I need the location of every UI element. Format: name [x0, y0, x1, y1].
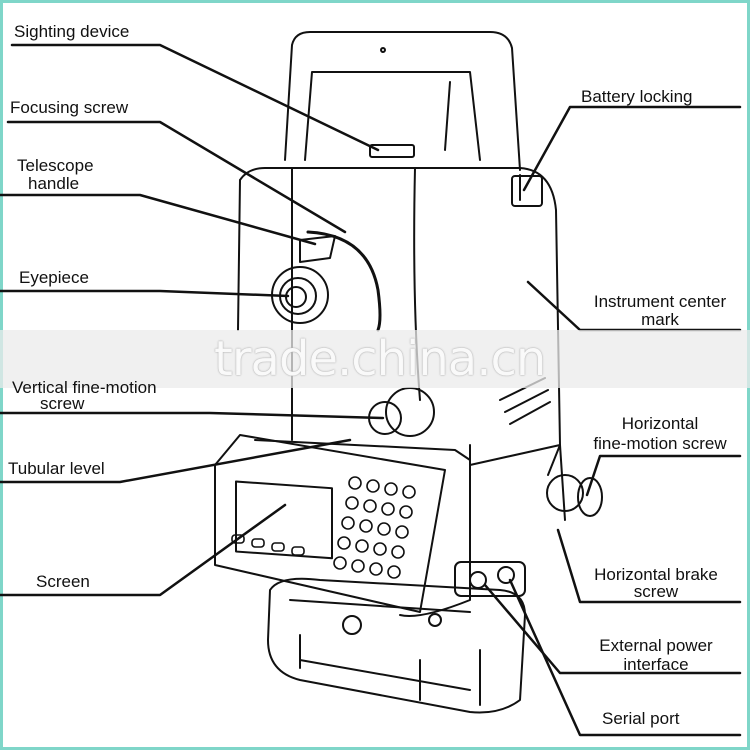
serial-port	[497, 566, 515, 584]
leader-external-power	[483, 583, 742, 675]
label-telescope-handle-line2: handle	[28, 174, 80, 193]
leader-horizontal-fine-motion	[585, 454, 742, 497]
control-panel	[214, 434, 446, 613]
leader-battery-locking	[522, 105, 742, 192]
leader-sighting-device	[10, 43, 380, 152]
leader-vertical-fine-motion	[0, 411, 385, 420]
carry-handle	[284, 31, 521, 171]
leader-focusing-screw	[6, 120, 347, 234]
leader-serial-port	[508, 578, 742, 737]
label-serial-port: Serial port	[602, 709, 680, 728]
label-screen: Screen	[36, 572, 90, 591]
label-external-power-line2: interface	[623, 655, 689, 674]
watermark: trade.china.cn	[214, 331, 546, 387]
upper-body	[239, 167, 561, 466]
label-vertical-fine-motion-line2: screw	[40, 394, 85, 413]
leader-screen	[0, 503, 287, 597]
label-instrument-center-line1: Instrument center	[593, 292, 727, 311]
sighting-device	[369, 144, 415, 158]
power-interface	[469, 571, 487, 589]
port-block	[454, 561, 526, 597]
leader-tubular-level	[0, 438, 352, 484]
label-horizontal-brake-line1: Horizontal brake	[594, 565, 718, 584]
keypad	[231, 476, 416, 579]
horizontal-knob	[546, 474, 584, 512]
tribrach	[267, 577, 526, 714]
label-horizontal-fine-motion-line1: Horizontal	[621, 414, 699, 433]
lcd-screen	[235, 480, 333, 560]
label-vertical-fine-motion-line1: Vertical fine-motion	[12, 378, 157, 397]
eyepiece-lens	[285, 286, 307, 308]
label-tubular-level: Tubular level	[8, 459, 105, 478]
battery-lock	[511, 175, 543, 207]
leader-horizontal-brake	[556, 528, 742, 604]
label-eyepiece: Eyepiece	[19, 268, 89, 287]
label-sighting-device: Sighting device	[14, 22, 130, 41]
label-horizontal-brake-line2: screw	[633, 582, 679, 601]
leader-eyepiece	[0, 289, 290, 298]
label-battery-locking: Battery locking	[581, 87, 693, 106]
label-focusing-screw: Focusing screw	[10, 98, 129, 117]
leader-telescope-handle	[0, 193, 317, 246]
watermark-band	[0, 330, 750, 388]
label-telescope-handle-line1: Telescope	[17, 156, 94, 175]
label-horizontal-fine-motion-line2: fine-motion screw	[593, 434, 727, 453]
label-instrument-center-line2: mark	[641, 310, 679, 329]
label-external-power-line1: External power	[599, 636, 713, 655]
